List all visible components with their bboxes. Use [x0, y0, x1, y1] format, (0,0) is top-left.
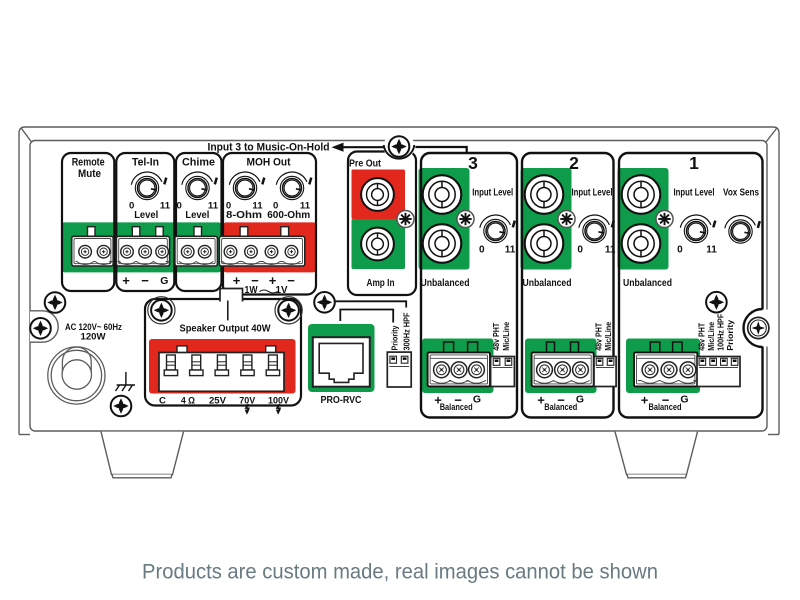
svg-text:MOH Out: MOH Out: [247, 157, 291, 169]
svg-text:Balanced: Balanced: [544, 402, 577, 413]
svg-text:Priority: Priority: [390, 325, 400, 350]
svg-text:11: 11: [208, 201, 219, 212]
svg-text:120W: 120W: [81, 332, 106, 342]
svg-text:11: 11: [605, 245, 616, 256]
svg-text:Input Level: Input Level: [472, 188, 513, 199]
svg-text:Remote: Remote: [72, 157, 105, 169]
svg-text:C: C: [159, 396, 166, 407]
svg-text:70V: 70V: [239, 396, 256, 407]
svg-text:11: 11: [160, 201, 171, 212]
svg-text:Mic/Line: Mic/Line: [706, 322, 716, 351]
svg-text:100Hz HPF: 100Hz HPF: [716, 314, 726, 351]
svg-text:100V: 100V: [268, 396, 290, 407]
svg-text:−: −: [662, 393, 670, 408]
svg-text:Mute: Mute: [78, 168, 101, 180]
svg-text:11: 11: [706, 245, 717, 256]
svg-text:Tel-In: Tel-In: [132, 157, 159, 169]
svg-text:Unbalanced: Unbalanced: [623, 278, 672, 289]
svg-text:0: 0: [677, 245, 683, 256]
svg-text:0: 0: [577, 245, 583, 256]
svg-text:Mic/Line: Mic/Line: [603, 322, 613, 351]
svg-text:Amp In: Amp In: [367, 278, 395, 289]
svg-text:Unbalanced: Unbalanced: [421, 278, 470, 289]
svg-text:G: G: [160, 275, 168, 287]
svg-text:Speaker Output 40W: Speaker Output 40W: [180, 323, 271, 335]
svg-text:0: 0: [479, 245, 485, 256]
svg-text:+: +: [434, 393, 442, 408]
svg-text:Balanced: Balanced: [440, 402, 473, 413]
svg-text:25V: 25V: [209, 396, 227, 407]
svg-text:Unbalanced: Unbalanced: [523, 278, 572, 289]
svg-text:G: G: [473, 394, 481, 406]
svg-text:0: 0: [129, 201, 134, 212]
svg-text:Level: Level: [185, 210, 209, 221]
svg-text:−: −: [251, 273, 259, 288]
svg-text:1: 1: [689, 153, 699, 173]
svg-text:1W: 1W: [245, 285, 259, 296]
svg-text:PRO-RVC: PRO-RVC: [321, 395, 362, 406]
svg-text:Input Level: Input Level: [572, 188, 613, 199]
svg-text:4 Ω: 4 Ω: [181, 396, 195, 407]
svg-text:11: 11: [300, 201, 311, 212]
svg-text:AC 120V~ 60Hz: AC 120V~ 60Hz: [65, 322, 122, 332]
svg-text:300Hz HPF: 300Hz HPF: [401, 313, 411, 351]
svg-text:0: 0: [177, 201, 182, 212]
svg-text:48v PHT: 48v PHT: [491, 322, 501, 351]
svg-text:8-Ohm: 8-Ohm: [226, 210, 262, 221]
svg-text:0: 0: [273, 201, 278, 212]
svg-text:11: 11: [505, 245, 516, 256]
svg-text:G: G: [576, 394, 584, 406]
svg-text:11: 11: [252, 201, 263, 212]
svg-text:+: +: [233, 273, 241, 288]
svg-text:Level: Level: [134, 210, 158, 221]
svg-text:3: 3: [468, 153, 478, 173]
svg-text:Products are custom made, real: Products are custom made, real images ca…: [142, 559, 658, 584]
svg-text:Pre Out: Pre Out: [349, 159, 381, 170]
svg-text:+: +: [269, 273, 277, 288]
svg-text:+: +: [641, 393, 649, 408]
svg-text:48v PHT: 48v PHT: [594, 322, 604, 351]
svg-text:600-Ohm: 600-Ohm: [267, 210, 310, 221]
svg-text:Input Level: Input Level: [674, 188, 715, 199]
svg-text:Chime: Chime: [182, 157, 215, 169]
svg-text:Balanced: Balanced: [649, 402, 682, 413]
svg-text:+: +: [537, 393, 545, 408]
svg-text:1V: 1V: [276, 285, 288, 296]
svg-text:−: −: [141, 273, 149, 288]
svg-text:48v PHT: 48v PHT: [696, 322, 706, 351]
svg-text:+: +: [122, 273, 130, 288]
svg-text:Mic/Line: Mic/Line: [501, 322, 511, 351]
svg-text:Input 3 to Music-On-Hold: Input 3 to Music-On-Hold: [208, 142, 330, 154]
svg-text:2: 2: [569, 153, 579, 173]
svg-text:Vox Sens: Vox Sens: [723, 188, 759, 199]
svg-text:−: −: [287, 273, 295, 288]
svg-text:−: −: [454, 393, 462, 408]
svg-text:0: 0: [226, 201, 231, 212]
svg-text:Priority: Priority: [725, 319, 735, 350]
svg-text:G: G: [680, 394, 688, 406]
svg-text:−: −: [557, 393, 565, 408]
